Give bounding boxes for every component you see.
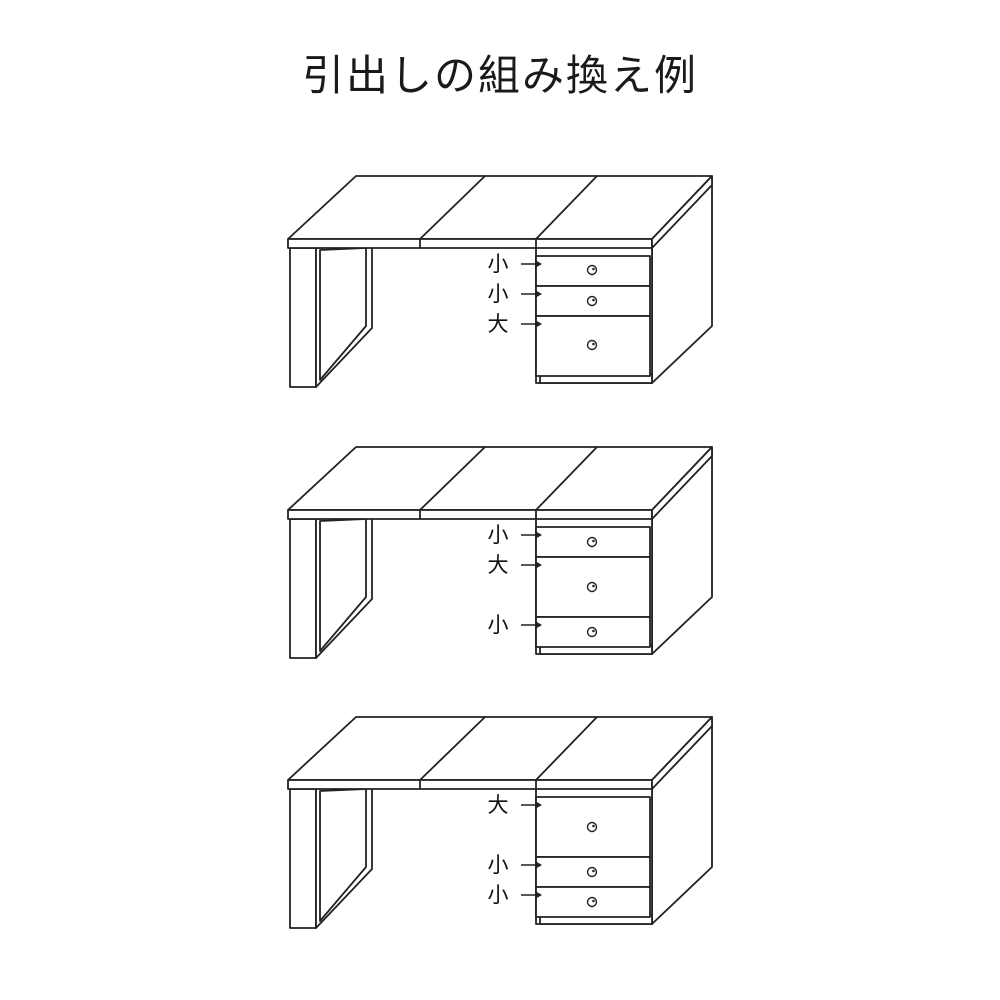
arrow-head <box>535 621 542 629</box>
drawer-size-label: 小 <box>488 613 509 637</box>
desk-top-side-edge <box>651 175 713 249</box>
drawer-knob <box>586 896 598 908</box>
arrow-head <box>535 260 542 268</box>
arrow-head <box>535 290 542 298</box>
drawer-knob-dot <box>592 539 595 543</box>
drawer-knob-dot <box>592 584 595 588</box>
desk-top-edge <box>287 509 653 520</box>
left-leg-front <box>289 247 317 388</box>
desk-top-edge <box>287 238 653 249</box>
top-seam-1 <box>419 175 486 240</box>
drawer-knob <box>586 339 598 351</box>
drawer-knob-dot <box>592 824 595 828</box>
left-leg-inner <box>319 247 367 381</box>
drawer-knob <box>586 626 598 638</box>
arrow-head <box>535 320 542 328</box>
left-leg-inner <box>319 518 367 652</box>
drawer-size-label: 小 <box>488 282 509 306</box>
desk-example-3: 大小小 <box>287 716 713 929</box>
drawer-size-label: 小 <box>488 853 509 877</box>
drawer-knob-dot <box>592 629 595 633</box>
arrow-head <box>535 531 542 539</box>
top-seam-2 <box>535 716 598 781</box>
left-leg-front <box>289 518 317 659</box>
drawer-size-label: 大 <box>488 553 509 577</box>
drawer-size-label: 大 <box>488 312 509 336</box>
drawer-knob-dot <box>592 267 595 271</box>
desk-top-side-edge <box>651 446 713 520</box>
drawer-size-label: 小 <box>488 252 509 276</box>
drawer-knob-dot <box>592 899 595 903</box>
top-seam-2 <box>535 175 598 240</box>
top-seam-1 <box>419 716 486 781</box>
desk-top-side-edge <box>651 716 713 790</box>
drawer-knob-dot <box>592 342 595 346</box>
drawer-knob-dot <box>592 298 595 302</box>
drawer-knob <box>586 581 598 593</box>
desk-example-1: 小小大 <box>287 175 713 388</box>
top-seam-2 <box>535 446 598 511</box>
drawer-knob <box>586 821 598 833</box>
page-title: 引出しの組み換え例 <box>301 51 698 100</box>
arrow-head <box>535 561 542 569</box>
arrow-head <box>535 801 542 809</box>
drawer-knob <box>586 295 598 307</box>
drawer-size-label: 小 <box>488 883 509 907</box>
desk-top-surface <box>287 175 713 240</box>
desk-top-surface <box>287 446 713 511</box>
desk-top-surface <box>287 716 713 781</box>
top-seam-1 <box>419 446 486 511</box>
drawer-knob <box>586 866 598 878</box>
drawer-knob-dot <box>592 869 595 873</box>
drawer-size-label: 大 <box>488 793 509 817</box>
desk-top-edge <box>287 779 653 790</box>
arrow-head <box>535 891 542 899</box>
desk-example-2: 小大小 <box>287 446 713 659</box>
drawer-size-label: 小 <box>488 523 509 547</box>
drawer-knob <box>586 536 598 548</box>
left-leg-inner <box>319 788 367 922</box>
drawer-knob <box>586 264 598 276</box>
arrow-head <box>535 861 542 869</box>
left-leg-front <box>289 788 317 929</box>
